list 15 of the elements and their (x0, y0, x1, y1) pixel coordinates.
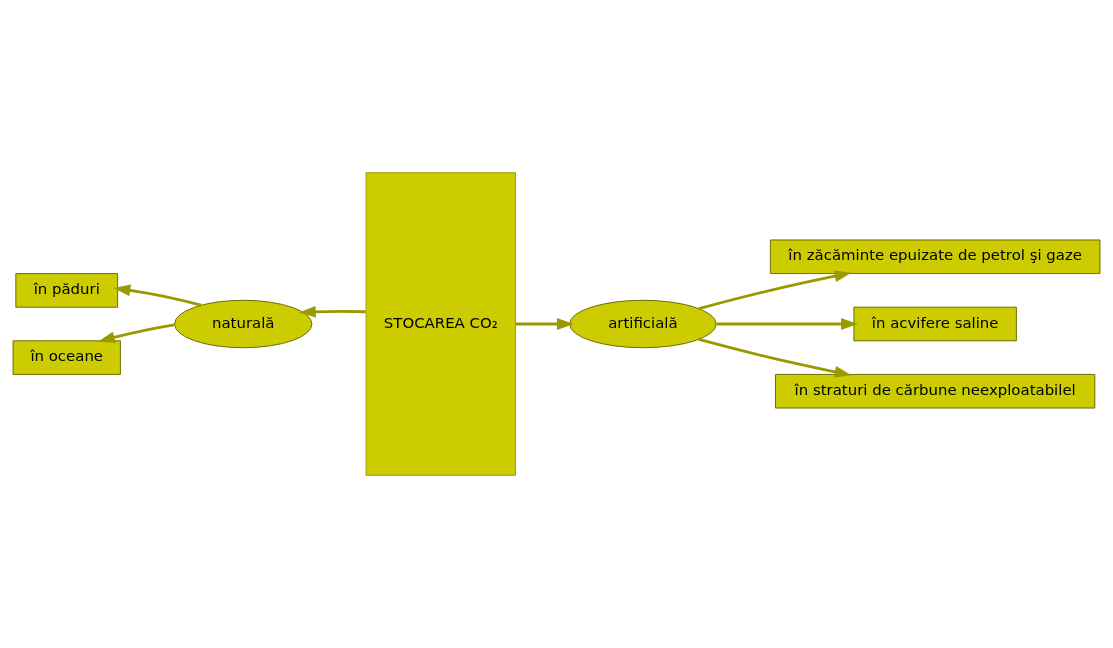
arrow (716, 318, 858, 330)
node-box: în acvifere saline (853, 306, 1017, 342)
node-box: în oceane (12, 340, 121, 375)
arrow (113, 284, 202, 307)
node-box: în straturi de cărbune neexploatabilel (775, 373, 1096, 409)
node-box: în păduri (15, 273, 119, 308)
arrow (98, 323, 175, 343)
node-ellipse: naturală (174, 299, 313, 349)
node-ellipse: artificială (569, 299, 717, 349)
node-box: STOCAREA CO₂ (365, 172, 516, 476)
arrow (298, 305, 366, 318)
arrow (698, 270, 852, 310)
node-box: în zăcăminte epuizate de petrol şi gaze (769, 239, 1101, 275)
arrow (698, 338, 852, 378)
arrow (515, 318, 574, 330)
